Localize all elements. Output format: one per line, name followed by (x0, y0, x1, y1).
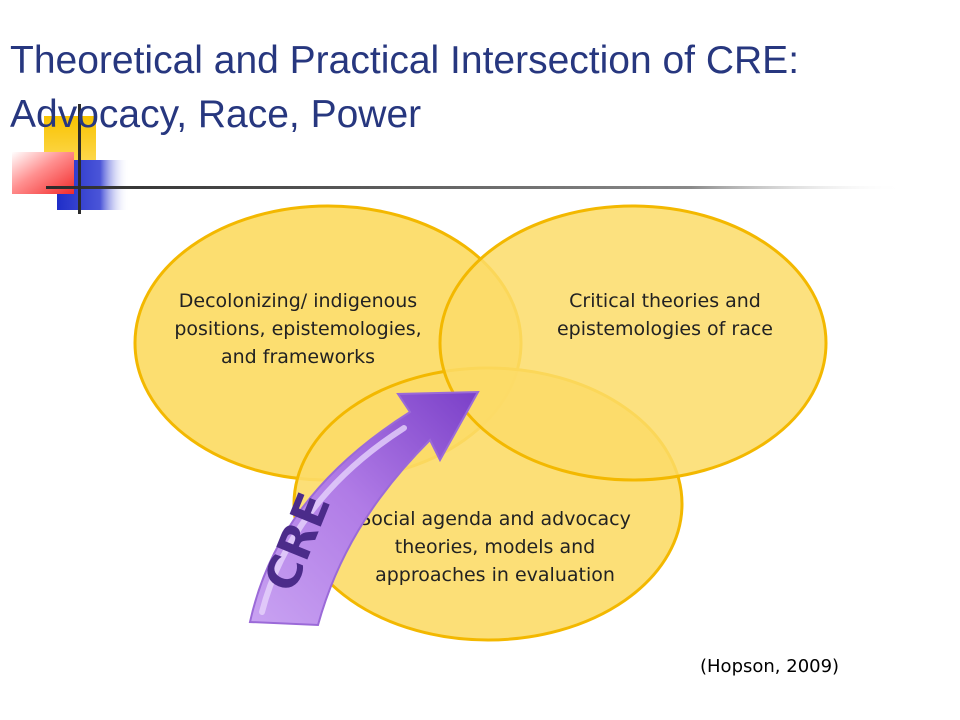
circle-critical-race (438, 204, 828, 482)
title-line-1: Theoretical and Practical Intersection o… (10, 39, 800, 82)
label-decolonizing: Decolonizing/ indigenous positions, epis… (140, 287, 456, 371)
label-critical-race: Critical theories and epistemologies of … (520, 287, 810, 343)
label-left-line-3: and frameworks (220, 346, 375, 368)
citation: (Hopson, 2009) (700, 656, 840, 677)
label-left-line-2: positions, epistemologies, (174, 318, 422, 340)
label-bottom-line-1: Social agenda and advocacy (359, 508, 631, 530)
cre-arrow-highlight (259, 425, 407, 615)
deco-vertical-rule (78, 104, 81, 214)
label-bottom-line-2: theories, models and (394, 536, 596, 558)
label-social-agenda: Social agenda and advocacy theories, mod… (335, 505, 655, 589)
label-right-line-1: Critical theories and (569, 290, 761, 312)
label-bottom-line-3: approaches in evaluation (375, 564, 615, 586)
corner-decoration (12, 104, 906, 214)
slide-title: Theoretical and Practical Intersection o… (10, 34, 930, 142)
label-right-line-2: epistemologies of race (556, 318, 773, 340)
deco-horizontal-rule (46, 186, 906, 189)
cre-arrow-shape (248, 390, 480, 627)
label-left-line-1: Decolonizing/ indigenous (178, 290, 418, 312)
title-line-2: Advocacy, Race, Power (10, 93, 422, 136)
